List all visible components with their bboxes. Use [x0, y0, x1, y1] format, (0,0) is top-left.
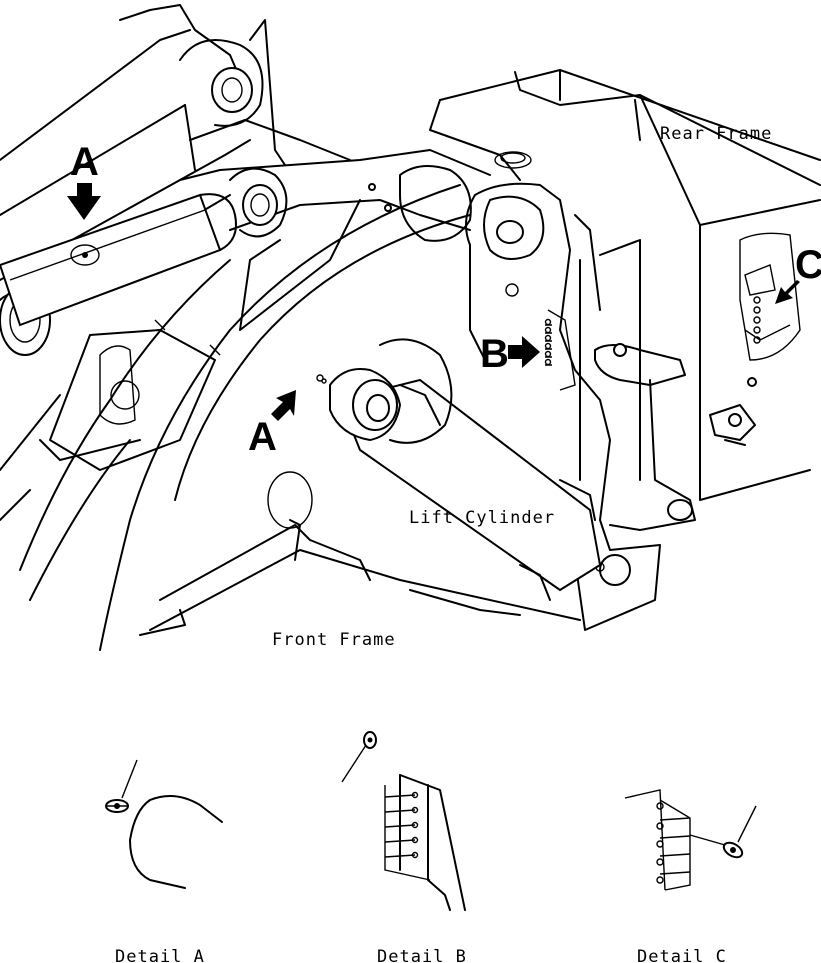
label-lift-cylinder: Lift Cylinder: [409, 508, 555, 528]
detail-c: [624, 789, 757, 891]
lift-cylinder-center: [316, 338, 602, 601]
callout-a-upper-letter: A: [70, 140, 99, 184]
detail-b: [341, 731, 466, 911]
rear-frame: [429, 69, 821, 501]
callout-b: B: [480, 332, 540, 376]
label-rear-frame: Rear Frame: [660, 124, 772, 144]
grease-fitting-icon: [105, 799, 129, 813]
detail-a-caption: Detail A: [115, 947, 205, 963]
arrow-b-icon: [508, 336, 540, 368]
frame-plate: [465, 182, 696, 631]
arrow-a-upper-icon: [67, 183, 101, 220]
detail-c-caption: Detail C: [637, 947, 727, 963]
machine-drawing: [0, 4, 821, 651]
front-frame: [19, 184, 581, 651]
upper-pivot: [119, 4, 351, 171]
callout-a-lower-letter: A: [248, 415, 277, 459]
grease-fittings-b: [544, 318, 552, 366]
callout-a-upper: A: [67, 140, 101, 220]
detail-b-caption: Detail B: [377, 947, 467, 963]
grease-fittings-c: [744, 264, 776, 344]
callout-c: C: [775, 243, 821, 304]
arrow-c-icon: [775, 280, 800, 304]
callout-a-lower: A: [248, 390, 296, 459]
detail-a: [105, 759, 223, 889]
cross-beam: [179, 149, 491, 331]
arrow-a-lower-icon: [271, 390, 296, 421]
lift-cylinder-upper: [0, 193, 237, 327]
callout-b-letter: B: [480, 332, 509, 376]
label-front-frame: Front Frame: [272, 630, 396, 650]
callout-c-letter: C: [795, 243, 821, 287]
